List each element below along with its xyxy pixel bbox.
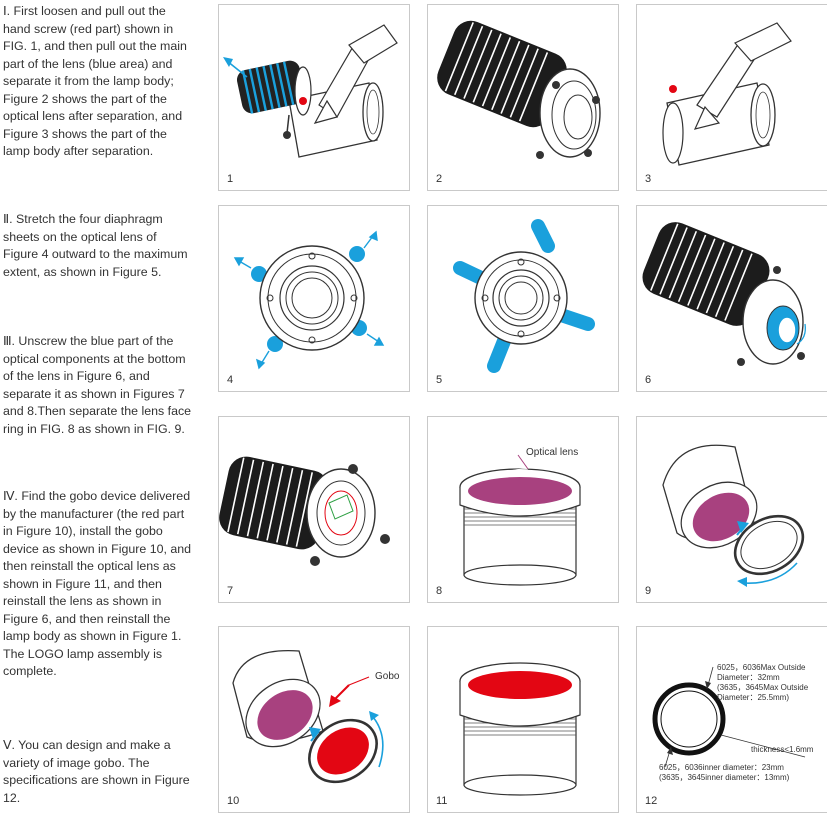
gobo-ring-outline: [652, 682, 726, 756]
spec-outside-diameter-3: (3635，3645Max Outside: [717, 683, 809, 692]
figure-1: 1: [218, 4, 410, 191]
spec-outside-diameter-2: Diameter：32mm: [717, 673, 780, 682]
figure-6: 6: [636, 205, 827, 392]
figure-2: 2: [427, 4, 619, 191]
step-3-text: Ⅲ. Unscrew the blue part of the optical …: [3, 334, 192, 436]
figure-number: 10: [227, 795, 240, 807]
figure-number: 7: [227, 585, 234, 597]
step-2-text: Ⅱ. Stretch the four diaphragm sheets on …: [3, 212, 188, 279]
figure-5: 5: [427, 205, 619, 392]
figure-3: 3: [636, 4, 827, 191]
optical-lens-label: Optical lens: [526, 447, 579, 458]
lens-face-ring-separated-illustration: [662, 444, 805, 587]
step-1-text: Ⅰ. First loosen and pull out the hand sc…: [3, 4, 187, 158]
unscrew-blue-optical-part-illustration: [642, 222, 806, 366]
figure-number: 11: [436, 795, 448, 807]
spec-outside-diameter-4: Diameter：25.5mm): [717, 693, 790, 702]
direction-arrow-icon: [737, 521, 749, 533]
gobo-label: Gobo: [375, 671, 400, 682]
figure-10: Gobo 10: [218, 626, 410, 813]
optical-lens-separated-illustration: [437, 20, 601, 159]
figure-number: 5: [436, 374, 443, 386]
figure-number: 6: [645, 374, 652, 386]
figure-number: 4: [227, 374, 234, 386]
figure-7: 7: [218, 416, 410, 603]
install-gobo-illustration: [232, 649, 384, 784]
figure-11: 11: [427, 626, 619, 813]
figure-number: 9: [645, 585, 652, 597]
optical-lens-illustration: [459, 454, 581, 586]
figure-4: 4: [218, 205, 410, 392]
diaphragm-sheets-stretched-illustration: [453, 219, 595, 373]
step-5-text: Ⅴ. You can design and make a variety of …: [3, 738, 190, 805]
spec-thickness: thickness<1.6mm: [751, 745, 814, 754]
hand-screw-red-icon: [299, 97, 307, 105]
figure-8: Optical lens 8: [427, 416, 619, 603]
hand-screw-red-icon: [669, 85, 677, 93]
spec-inner-diameter-1: 6025，6036inner diameter：23mm: [659, 763, 784, 772]
step-4-text: Ⅳ. Find the gobo device delivered by the…: [3, 489, 192, 678]
figure-number: 2: [436, 173, 443, 185]
gobo-specification-diagram: [652, 666, 806, 768]
figure-number: 12: [645, 795, 658, 807]
lens-and-lamp-body-illustration: [223, 24, 398, 158]
figure-number: 3: [645, 173, 652, 185]
figure-number: 1: [227, 173, 234, 185]
lamp-body-separated-illustration: [662, 22, 792, 166]
figure-9: 9: [636, 416, 827, 603]
gobo-installed-lens-illustration: [459, 662, 581, 796]
spec-outside-diameter-1: 6025，6036Max Outside: [717, 663, 806, 672]
diaphragm-sheets-closed-illustration: [233, 230, 385, 370]
figure-number: 8: [436, 585, 443, 597]
optical-component-removed-illustration: [219, 456, 390, 566]
spec-inner-diameter-2: (3635，3645inner diameter：13mm): [659, 773, 790, 782]
figure-12: 6025，6036Max Outside Diameter：32mm (3635…: [636, 626, 827, 813]
